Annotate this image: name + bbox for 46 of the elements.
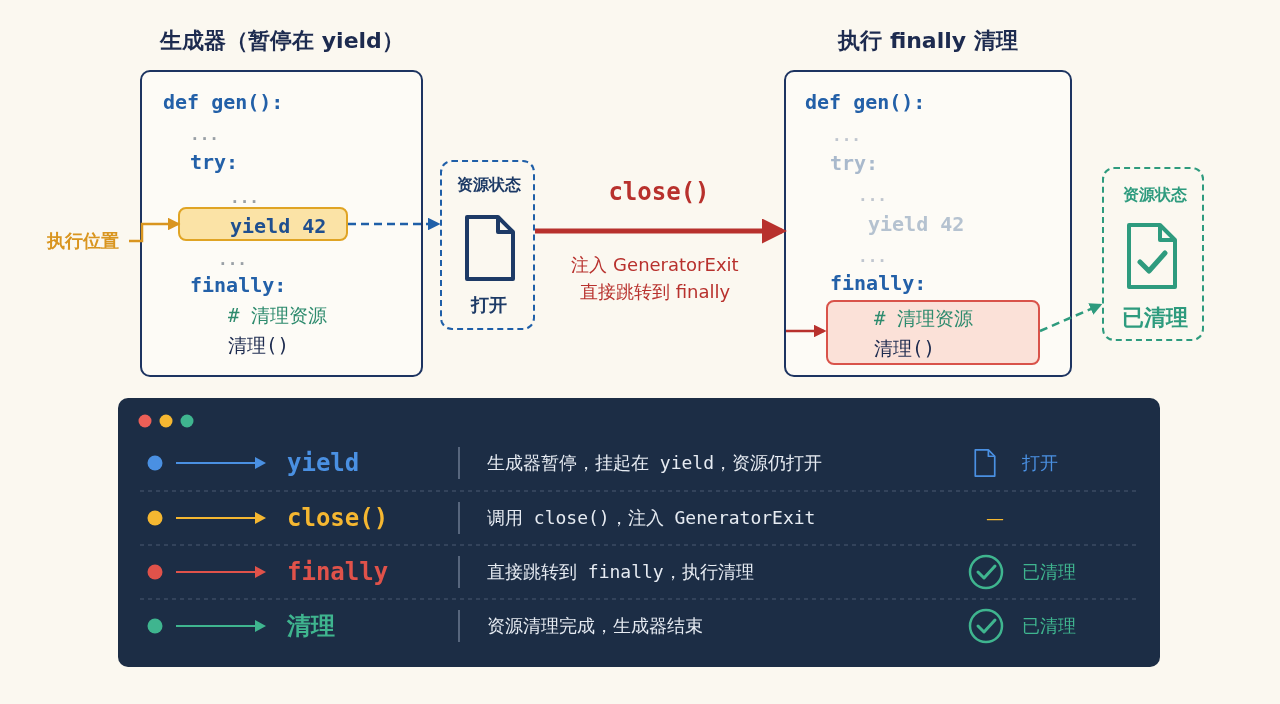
state-text: 已清理 bbox=[1122, 304, 1188, 332]
keyword-label: finally bbox=[287, 557, 389, 587]
code-comment: # 清理资源 bbox=[228, 303, 327, 327]
code-line: yield 42 bbox=[868, 212, 965, 236]
code-ellipsis: ... bbox=[218, 250, 247, 270]
code-line: finally: bbox=[830, 271, 927, 295]
code-line: 清理() bbox=[874, 336, 935, 360]
arrow bbox=[1039, 303, 1103, 333]
status-text: 已清理 bbox=[1022, 615, 1076, 637]
code-comment: # 清理资源 bbox=[874, 306, 973, 330]
code-ellipsis: ... bbox=[190, 125, 219, 145]
state-text: 打开 bbox=[471, 294, 507, 316]
description-text: 调用 close()，注入 GeneratorExit bbox=[487, 507, 816, 529]
annotation-text: 直接跳转到 finally bbox=[579, 281, 731, 303]
keyword-label: close() bbox=[287, 503, 389, 533]
code-line: try: bbox=[830, 151, 879, 175]
status-text: — bbox=[986, 507, 1004, 529]
resource-state-box bbox=[440, 160, 535, 330]
pointer-label: 执行位置 bbox=[47, 230, 119, 252]
code-line: try: bbox=[190, 150, 239, 174]
keyword-label: yield bbox=[287, 448, 360, 478]
highlighted-code-block bbox=[826, 300, 1040, 365]
status-text: 已清理 bbox=[1022, 561, 1076, 583]
description-text: 直接跳转到 finally，执行清理 bbox=[487, 561, 754, 583]
code-ellipsis: ... bbox=[230, 188, 259, 208]
edge-label: close() bbox=[608, 177, 710, 207]
resource-state-box bbox=[1102, 167, 1204, 341]
keyword-label: 清理 bbox=[287, 611, 335, 641]
arrow bbox=[348, 217, 441, 231]
arrow bbox=[786, 324, 827, 338]
panel-title: 执行 finally 清理 bbox=[838, 27, 1018, 55]
code-line: 清理() bbox=[228, 333, 289, 357]
box-title: 资源状态 bbox=[457, 175, 521, 195]
description-text: 资源清理完成，生成器结束 bbox=[487, 615, 703, 637]
status-text: 打开 bbox=[1022, 452, 1058, 474]
annotation-text: 注入 GeneratorExit bbox=[571, 254, 739, 276]
code-line: def gen(): bbox=[163, 90, 284, 114]
code-ellipsis: ... bbox=[858, 186, 887, 206]
description-text: 生成器暂停，挂起在 yield，资源仍打开 bbox=[487, 452, 823, 474]
code-line: def gen(): bbox=[805, 90, 926, 114]
panel-title: 生成器（暂停在 yield） bbox=[160, 27, 404, 55]
code-line: finally: bbox=[190, 273, 287, 297]
code-ellipsis: ... bbox=[858, 247, 887, 267]
code-ellipsis: ... bbox=[832, 126, 861, 146]
box-title: 资源状态 bbox=[1123, 185, 1187, 205]
code-line: yield 42 bbox=[230, 214, 327, 238]
